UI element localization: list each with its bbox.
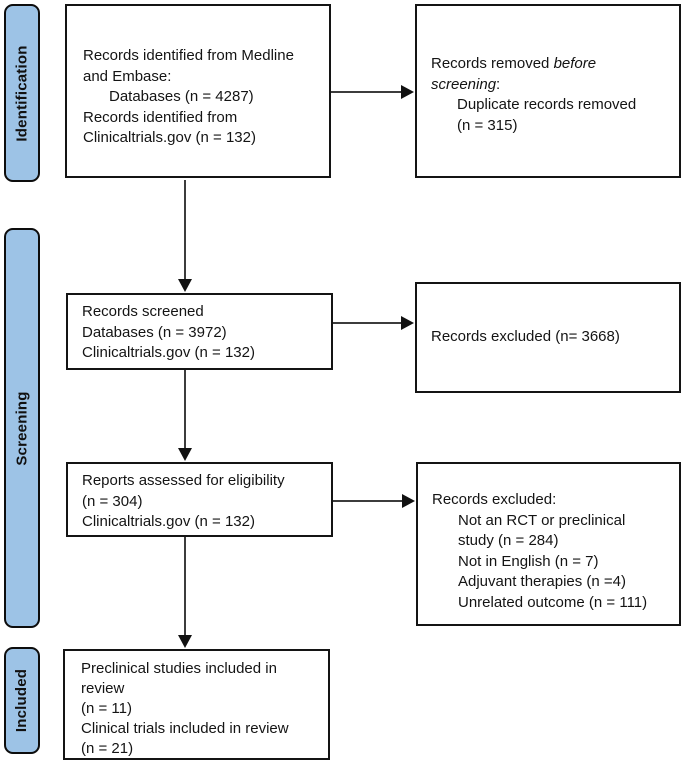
- box-text-line: Duplicate records removed: [457, 96, 637, 113]
- box-records-removed: Records removed before screening: Duplic…: [415, 4, 681, 178]
- box-text-segment: :: [496, 75, 501, 93]
- box-records-excluded-eligibility: Records excluded: Not an RCT or preclini…: [416, 462, 681, 626]
- stage-bar-screening: Screening: [4, 228, 40, 628]
- box-text-line: (n = 11): [81, 700, 132, 717]
- box-text-line: screening:: [431, 75, 671, 96]
- box-text-line: Records identified from Medline: [83, 47, 294, 64]
- box-text-line: Adjuvant therapies (n =4): [458, 573, 627, 590]
- box-records-excluded-screening: Records excluded (n= 3668): [415, 282, 681, 393]
- box-included-studies: Preclinical studies included in review (…: [63, 649, 330, 760]
- box-text-line: Clinical trials included in review: [81, 720, 289, 737]
- box-text-line: (n = 21): [81, 740, 134, 757]
- stage-label-screening: Screening: [13, 390, 31, 466]
- box-text-line: Not an RCT or preclinical: [458, 511, 626, 529]
- stage-label-included: Included: [13, 668, 31, 733]
- box-text-line: Records identified from: [83, 108, 238, 126]
- arrow-head-down-icon: [178, 279, 192, 292]
- box-text-line: Clinicaltrials.gov (n = 132): [82, 513, 255, 530]
- box-text-line: Databases (n = 4287): [109, 88, 254, 105]
- arrow-line-identified-to-screened: [184, 180, 186, 280]
- box-text-line: study (n = 284): [458, 532, 559, 549]
- box-text-line: Clinicaltrials.gov (n = 132): [82, 344, 255, 361]
- arrow-head-down-icon: [178, 448, 192, 461]
- arrow-head-right-icon: [401, 85, 414, 99]
- box-text-line: Records removed before: [431, 54, 671, 75]
- box-text-segment: Records removed: [431, 55, 554, 72]
- stage-label-identification: Identification: [13, 44, 31, 142]
- box-text-line: Records excluded:: [432, 491, 557, 508]
- box-text-segment-italic: screening: [431, 75, 497, 93]
- box-text-line: review: [81, 680, 125, 697]
- stage-bar-identification: Identification: [4, 4, 40, 182]
- box-text-line: Records screened: [82, 303, 204, 320]
- box-text-line: Reports assessed for eligibility: [82, 472, 285, 489]
- box-text-line: Unrelated outcome (n = 111): [458, 593, 648, 611]
- arrow-line-assessed-to-excluded: [333, 500, 403, 502]
- box-text-line: Not in English (n = 7): [458, 552, 599, 570]
- box-text-line: Preclinical studies included in: [81, 660, 277, 677]
- arrow-head-right-icon: [402, 494, 415, 508]
- arrow-line-screened-to-excluded: [333, 322, 402, 324]
- box-text-segment-italic: before: [553, 55, 597, 72]
- box-records-screened: Records screened Databases (n = 3972) Cl…: [66, 293, 333, 370]
- box-text-line: Clinicaltrials.gov (n = 132): [83, 129, 256, 146]
- box-text-line: (n = 315): [457, 116, 518, 134]
- box-text-line: Records excluded (n= 3668): [431, 328, 620, 346]
- arrow-head-right-icon: [401, 316, 414, 330]
- box-reports-assessed: Reports assessed for eligibility (n = 30…: [66, 462, 333, 537]
- arrow-head-down-icon: [178, 635, 192, 648]
- arrow-line-identified-to-removed: [331, 91, 402, 93]
- box-text-line: Databases (n = 3972): [82, 323, 227, 341]
- box-text-line: (n = 304): [82, 492, 143, 510]
- box-text-line: and Embase:: [83, 67, 172, 85]
- box-records-identified: Records identified from Medline and Emba…: [65, 4, 331, 178]
- arrow-line-assessed-to-included: [184, 537, 186, 636]
- arrow-line-screened-to-assessed: [184, 370, 186, 449]
- stage-bar-included: Included: [4, 647, 40, 754]
